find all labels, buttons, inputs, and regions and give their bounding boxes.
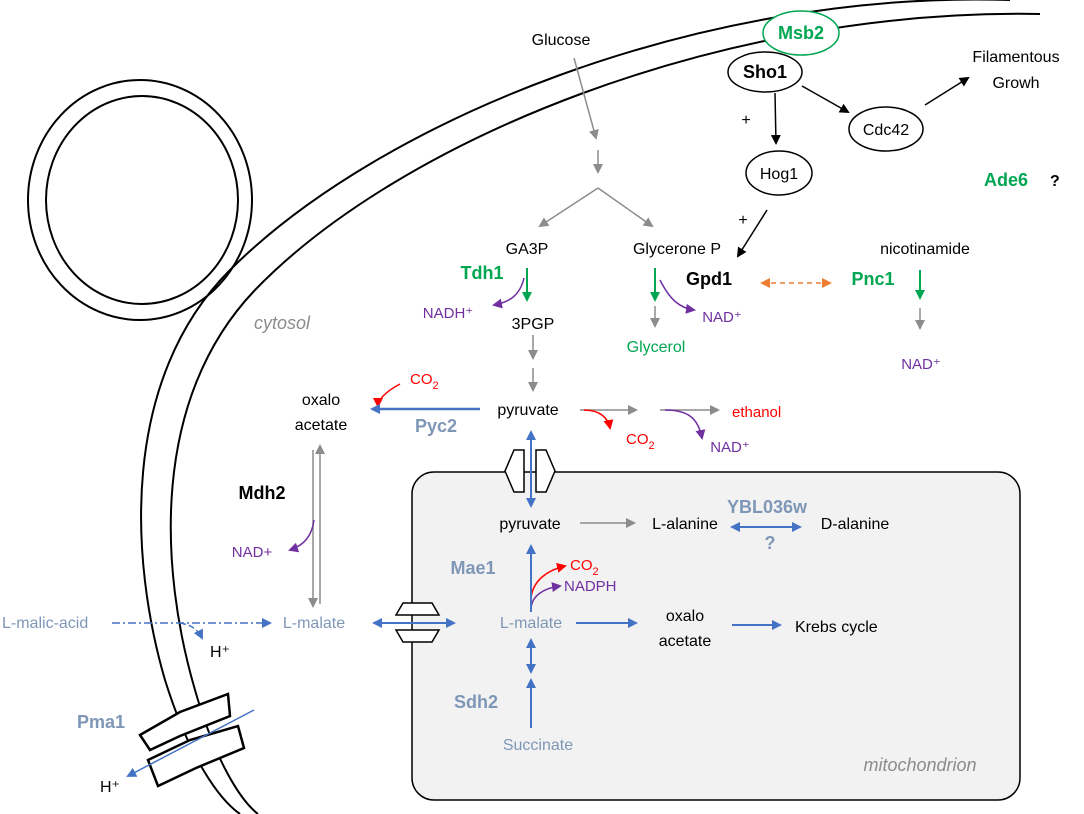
oxalo-cytosol-label: oxalo [302,392,340,409]
mitochondrion-label: mitochondrion [863,755,976,775]
l-alanine-label: L-alanine [652,516,718,533]
sdh2-label: Sdh2 [454,692,498,712]
cdc42-label: Cdc42 [863,122,909,139]
arrow-split-glycerone [597,187,654,228]
arrow-cdc42-filamentous [924,76,970,106]
nad-plus-mdh2-label: NAD+ [232,544,273,561]
malate-channel [394,602,441,643]
arrow-sho1-hog1 [770,92,781,145]
cytosol-label: cytosol [254,313,311,333]
d-alanine-label: D-alanine [821,516,890,533]
krebs-cycle-label: Krebs cycle [795,619,878,636]
arrow-nad-mdh2 [288,519,315,553]
arrow-hog1-gpd1 [736,209,768,258]
glycerone-p-label: Glycerone P [633,241,721,258]
nad-plus-gpd1-label: NAD⁺ [702,309,742,326]
pyruvate-cytosol-label: pyruvate [497,402,558,419]
signaling-arrows [736,76,970,258]
nicotinamide-label: nicotinamide [880,241,970,258]
vacuole [27,79,253,321]
hog1-node [745,150,813,196]
arrow-nadh-tdh1 [492,277,525,309]
glycerol-label: Glycerol [627,339,686,356]
ethanol-label: ethanol [732,404,781,421]
gpd1-label: Gpd1 [686,269,732,289]
pma1-label: Pma1 [77,712,125,732]
nad-plus-ethanol-label: NAD⁺ [710,439,750,456]
filamentous-growth-label-1: Filamentous [972,49,1059,66]
pnc1-label: Pnc1 [851,269,894,289]
mdh2-label: Mdh2 [239,483,286,503]
arrow-co2-pyc2 [373,383,401,408]
green-arrows [522,268,925,302]
plus-sign-2: + [738,212,747,229]
msb2-node [762,10,840,56]
co2-mae1-label: CO2 [570,557,599,578]
arrow-co2-decarboxylation [583,409,614,430]
3pgp-label: 3PGP [512,316,555,333]
glucose-label: Glucose [532,32,591,49]
l-malate-mito-label: L-malate [500,615,562,632]
h-plus-cytosol-label: H⁺ [210,644,230,661]
mae1-label: Mae1 [450,558,495,578]
acetate-cytosol-label: acetate [295,417,348,434]
h-plus-pma1-label: H⁺ [100,779,120,796]
nad-plus-pnc1-label: NAD⁺ [901,356,941,373]
pyruvate-channel [504,449,556,493]
arrow-pma1-proton [126,709,255,777]
ybl036w-question: ? [765,533,776,553]
arrow-nad-ethanol [664,409,706,440]
pyc2-label: Pyc2 [415,416,457,436]
arrow-split-ga3p [538,187,599,228]
cdc42-node [848,106,924,152]
pma1-transporter [138,692,246,788]
pyruvate-mito-label: pyruvate [499,516,560,533]
arrow-sho1-cdc42 [801,85,850,113]
plus-sign-1: + [741,112,750,129]
co2-ethanol-label: CO2 [626,431,655,452]
ga3p-label: GA3P [506,241,549,258]
msb2-label: Msb2 [778,23,824,43]
ade6-question: ? [1050,173,1060,190]
co2-pyc2-label: CO2 [410,371,439,392]
l-malate-cytosol-label: L-malate [283,615,345,632]
tdh1-label: Tdh1 [461,263,504,283]
acetate-mito-label: acetate [659,633,712,650]
l-malic-acid-label: L-malic-acid [2,615,88,632]
ade6-label: Ade6 [984,170,1028,190]
succinate-label: Succinate [503,737,573,754]
arrow-glucose-down [573,57,599,140]
oxalo-mito-label: oxalo [666,608,704,625]
nadh-plus-label: NADH⁺ [423,305,473,322]
arrow-nad-gpd1 [659,279,696,314]
nadph-label: NADPH [564,578,617,595]
hog1-label: Hog1 [760,166,798,183]
blue-arrows [372,430,802,728]
arrow-h-plus-release [179,622,203,640]
ybl036w-label: YBL036w [727,497,808,517]
filamentous-growth-label-2: Growh [992,75,1039,92]
sho1-label: Sho1 [743,62,787,82]
sho1-node [727,51,803,93]
